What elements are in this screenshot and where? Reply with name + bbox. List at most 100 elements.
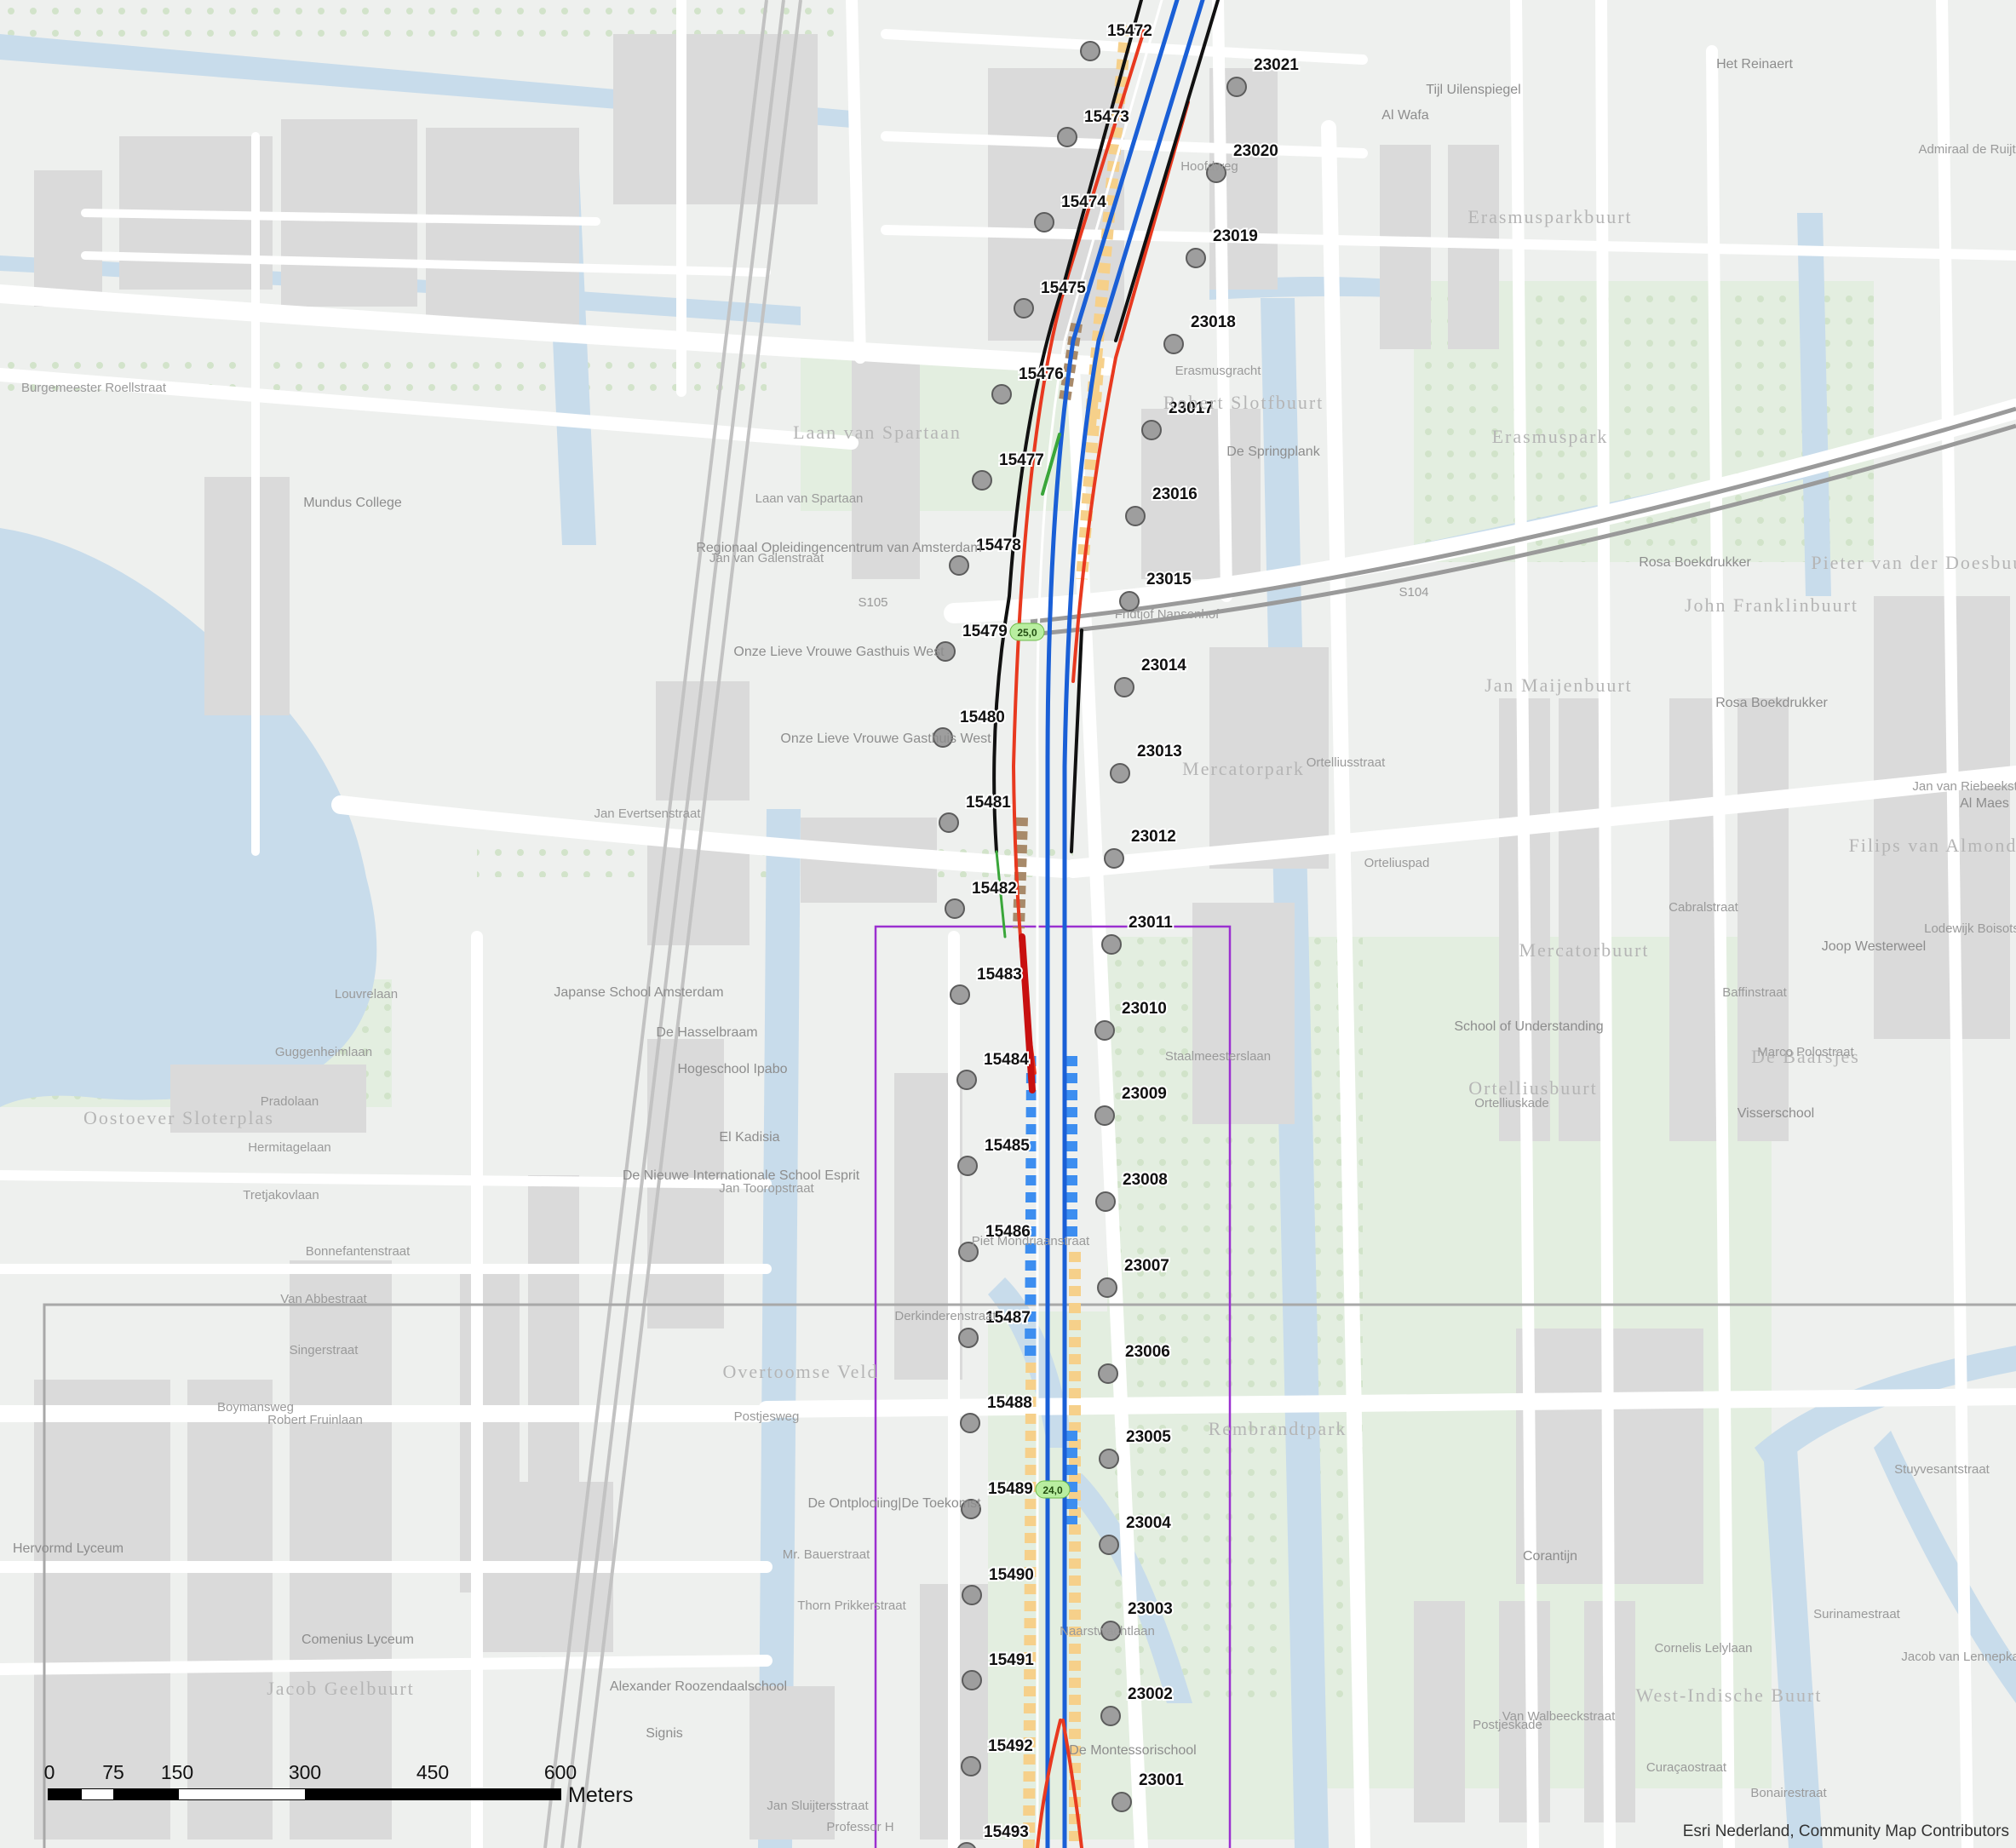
road-label: Lodewijk Boisotstraat [1924,921,2016,936]
measurement-point-east[interactable] [1110,763,1130,783]
measurement-point-east[interactable] [1111,1792,1132,1812]
measurement-point-west[interactable] [972,470,992,491]
scale-unit-label: Meters [568,1783,634,1807]
point-id-label: 23020 [1233,142,1278,160]
measurement-point-west[interactable] [958,1328,979,1348]
measurement-point-west[interactable] [958,1242,979,1262]
measurement-point-west[interactable] [950,984,970,1005]
measurement-point-west[interactable] [956,1070,977,1090]
point-id-label: 23019 [1213,227,1258,245]
poi-label: Regionaal Opleidingencentrum van Amsterd… [696,541,981,555]
measurement-point-east[interactable] [1186,248,1206,268]
measurement-point-west[interactable] [935,641,956,662]
road-label: Baffinstraat [1722,985,1787,1000]
road-label: Postjeskade [1473,1718,1542,1732]
measurement-point-east[interactable] [1100,1706,1121,1726]
poi-label: Mundus College [303,496,402,510]
road-label: Guggenheimlaan [275,1045,372,1059]
road-label: Marco Polostraat [1757,1045,1854,1059]
point-id-label: 15478 [976,537,1021,554]
point-id-label: 23009 [1122,1085,1167,1103]
measurement-point-east[interactable] [1104,848,1124,869]
measurement-point-east[interactable] [1099,1535,1119,1555]
measurement-point-east[interactable] [1226,77,1247,97]
place-label: Erasmuspark [1492,426,1609,447]
poi-label: De Nieuwe Internationale School Esprit [623,1168,860,1183]
road-label: Cabralstraat [1669,900,1739,915]
point-id-label: 15490 [989,1566,1034,1584]
water-bodies [0,34,2016,1848]
scale-label-75: 75 [102,1761,124,1783]
measurement-point-east[interactable] [1125,506,1146,526]
point-id-label: 23013 [1137,743,1182,760]
measurement-point-east[interactable] [1101,934,1122,955]
road-label: Staalmeesterslaan [1165,1049,1271,1064]
point-id-label: 23012 [1131,828,1176,846]
poi-label: Japanse School Amsterdam [554,985,723,1000]
measurement-point-east[interactable] [1141,420,1162,440]
road-label: Jacob van Lennepkade [1901,1650,2016,1664]
measurement-point-west[interactable] [957,1156,978,1176]
road-label: Burgemeester Roellstraat [21,381,167,395]
measurement-point-east[interactable] [1098,1363,1118,1384]
value-badge-text: 25,0 [1017,627,1037,639]
road-label: Piet Mondriaanstraat [972,1234,1090,1248]
measurement-point-east[interactable] [1114,677,1134,697]
road-label: Jan van Riebeekstraat [1912,779,2016,794]
measurement-point-east[interactable] [1097,1277,1117,1298]
measurement-point-east[interactable] [1163,334,1184,354]
measurement-point-east[interactable] [1100,1621,1121,1641]
measurement-point-west[interactable] [960,1413,980,1433]
place-label: Ortelliusbuurt [1468,1077,1597,1099]
measurement-point-west[interactable] [962,1670,982,1690]
point-id-label: 15489 [988,1480,1033,1498]
point-id-label: 23014 [1141,657,1186,674]
road-label: Jan Tooropstraat [719,1181,814,1196]
poi-label: El Kadisia [719,1130,779,1145]
point-id-label: 15483 [977,966,1022,984]
measurement-point-west[interactable] [1034,212,1054,232]
scale-label-600: 600 [543,1761,577,1783]
poi-label: De Montessorischool [1069,1743,1196,1758]
measurement-point-west[interactable] [957,1842,976,1848]
measurement-point-west[interactable] [961,1756,981,1776]
point-id-label: 15485 [985,1137,1030,1155]
point-id-label: 15484 [984,1051,1029,1069]
point-id-label: 23011 [1129,914,1173,932]
point-id-label: 15473 [1084,108,1129,126]
measurement-point-east[interactable] [1094,1020,1115,1041]
measurement-point-west[interactable] [1080,41,1100,61]
measurement-point-east[interactable] [1119,591,1140,611]
poi-label: Hervormd Lyceum [13,1541,123,1556]
measurement-point-west[interactable] [1014,298,1034,319]
measurement-point-west[interactable] [933,727,953,748]
road-label: Bonnefantenstraat [306,1244,411,1259]
measurement-point-east[interactable] [1206,163,1226,183]
poi-label: De Ontplooiing|De Toekomst [807,1496,981,1511]
measurement-point-west[interactable] [991,384,1012,405]
measurement-point-west[interactable] [945,898,965,919]
point-id-label: 23003 [1128,1600,1173,1618]
road-label: Naarstwachtlaan [1060,1624,1155,1639]
measurement-point-west[interactable] [961,1499,981,1519]
poi-label: Rosa Boekdrukker [1639,555,1751,570]
poi-label: Alexander Roozendaalschool [610,1679,787,1694]
place-label: Filips van Almondekwartier [1849,835,2016,856]
road-label: Van Walbeeckstraat [1502,1709,1616,1724]
measurement-point-east[interactable] [1094,1105,1115,1126]
road-label: Ortelliusstraat [1307,755,1386,770]
measurement-point-west[interactable] [962,1585,982,1605]
road-label: Hoofdweg [1180,159,1238,174]
road-label: Pradolaan [261,1094,319,1109]
measurement-point-west[interactable] [939,812,959,833]
measurement-point-west[interactable] [1057,127,1077,147]
poi-label: Visserschool [1737,1106,1814,1121]
road-label: Boymansweg [217,1400,294,1415]
road-label: Louvrelaan [335,987,398,1001]
place-label: West-Indische Buurt [1636,1684,1823,1706]
measurement-point-east[interactable] [1095,1191,1116,1212]
ring-road [1030,406,2016,637]
measurement-point-east[interactable] [1099,1449,1119,1469]
measurement-point-west[interactable] [949,555,969,576]
